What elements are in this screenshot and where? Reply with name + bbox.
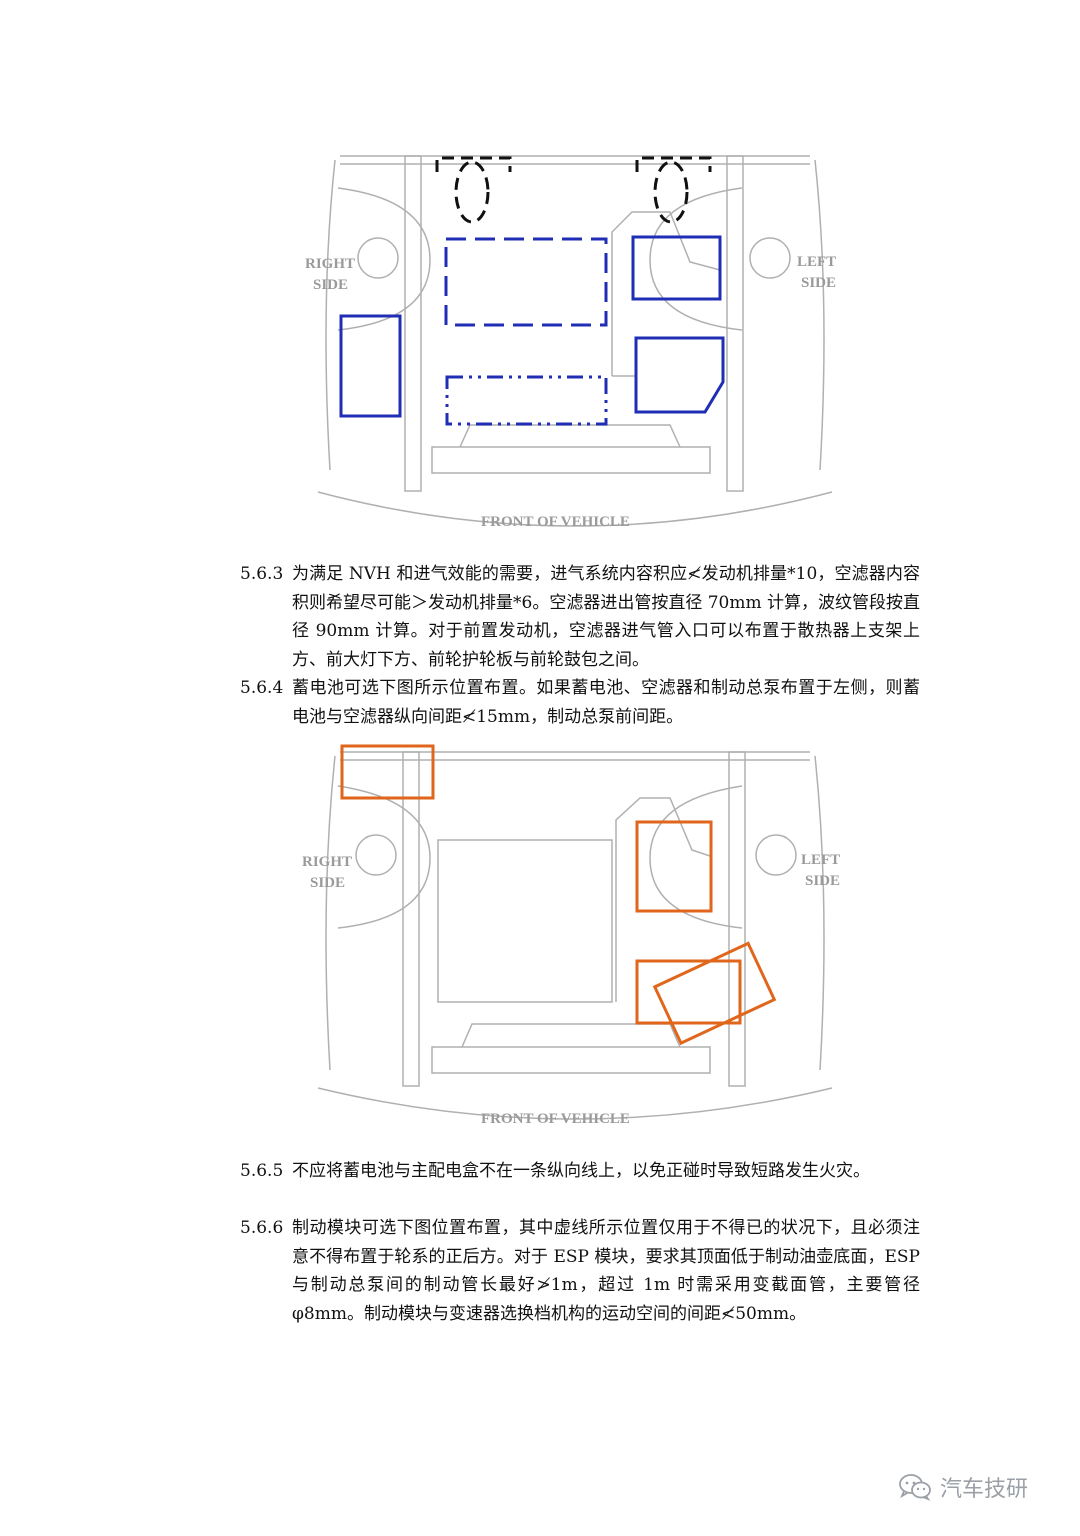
left-side-label: LEFT SIDE [801,852,840,889]
air-filter-optional-position [444,237,608,327]
paragraph-5-6-5: 5.6.5 不应将蓄电池与主配电盒不在一条纵向线上，以免正碰时导致短路发生火灾。 [240,1157,920,1186]
section-number: 5.6.3 [240,564,284,584]
front-of-vehicle-label: FRONT OF VEHICLE [481,1111,630,1127]
battery-positions [340,744,777,1046]
battery-position-left-rear [635,959,742,1025]
right-side-label: RIGHT SIDE [305,256,355,293]
right-side-label-line1: RIGHT [305,256,355,272]
paragraph-text: 蓄电池可选下图所示位置布置。如果蓄电池、空滤器和制动总泵布置于左侧，则蓄电池与空… [292,678,920,727]
air-filter-positions [339,235,725,426]
intake-inlet-ellipse-right [454,160,490,224]
right-side-label: RIGHT SIDE [302,854,352,891]
left-side-label-line2: SIDE [801,275,836,291]
right-side-label-line1: RIGHT [302,854,352,870]
paragraph-5-6-6: 5.6.6 制动模块可选下图位置布置，其中虚线所示位置仅用于不得已的状况下，且必… [240,1214,920,1328]
paragraph-5-6-4: 5.6.4 蓄电池可选下图所示位置布置。如果蓄电池、空滤器和制动总泵布置于左侧，… [240,674,920,731]
air-filter-left-front-position [631,235,722,301]
figure-battery-layout: RIGHT SIDE LEFT SIDE FRONT OF VEHICLE [0,740,1080,1135]
figure-intake-layout: RIGHT SIDE LEFT SIDE FRONT OF VEHICLE [0,140,1080,535]
intake-inlet-markers [435,156,712,224]
air-filter-alt-position [445,375,608,426]
right-side-label-line2: SIDE [313,277,348,293]
intake-inlet-ellipse-left [653,160,689,224]
left-side-label: LEFT SIDE [797,254,836,291]
vehicle-outline [317,751,833,1120]
right-side-label-line2: SIDE [310,875,345,891]
wechat-icon [899,1474,931,1501]
section-number: 5.6.5 [240,1161,284,1181]
battery-position-left-rear-angled [652,941,777,1046]
left-side-label-line1: LEFT [797,254,836,270]
left-side-label-line2: SIDE [805,873,840,889]
air-filter-right-position [339,314,402,418]
paragraph-text: 制动模块可选下图位置布置，其中虚线所示位置仅用于不得已的状况下，且必须注意不得布… [292,1218,920,1324]
paragraph-5-6-3: 5.6.3 为满足 NVH 和进气效能的需要，进气系统内容积应≮发动机排量*10… [240,560,920,674]
battery-position-right-front [340,744,435,800]
left-side-label-line1: LEFT [801,852,840,868]
vehicle-outline [317,155,833,527]
battery-position-left-front [635,820,713,913]
figure-battery-layout-drawing: RIGHT SIDE LEFT SIDE FRONT OF VEHICLE [302,744,840,1127]
paragraph-text: 为满足 NVH 和进气效能的需要，进气系统内容积应≮发动机排量*10，空滤器内容… [292,564,920,670]
watermark: 汽车技研 [898,1472,1028,1502]
intake-inlet-box-left [635,156,712,172]
paragraph-text: 不应将蓄电池与主配电盒不在一条纵向线上，以免正碰时导致短路发生火灾。 [292,1161,870,1181]
air-filter-left-rear-position [634,336,725,414]
front-of-vehicle-label: FRONT OF VEHICLE [481,514,630,530]
section-number: 5.6.4 [240,678,284,698]
figure-intake-layout-drawing: RIGHT SIDE LEFT SIDE FRONT OF VEHICLE [305,155,836,530]
intake-inlet-box-right [435,156,512,172]
section-number: 5.6.6 [240,1218,284,1238]
watermark-text: 汽车技研 [940,1477,1029,1502]
